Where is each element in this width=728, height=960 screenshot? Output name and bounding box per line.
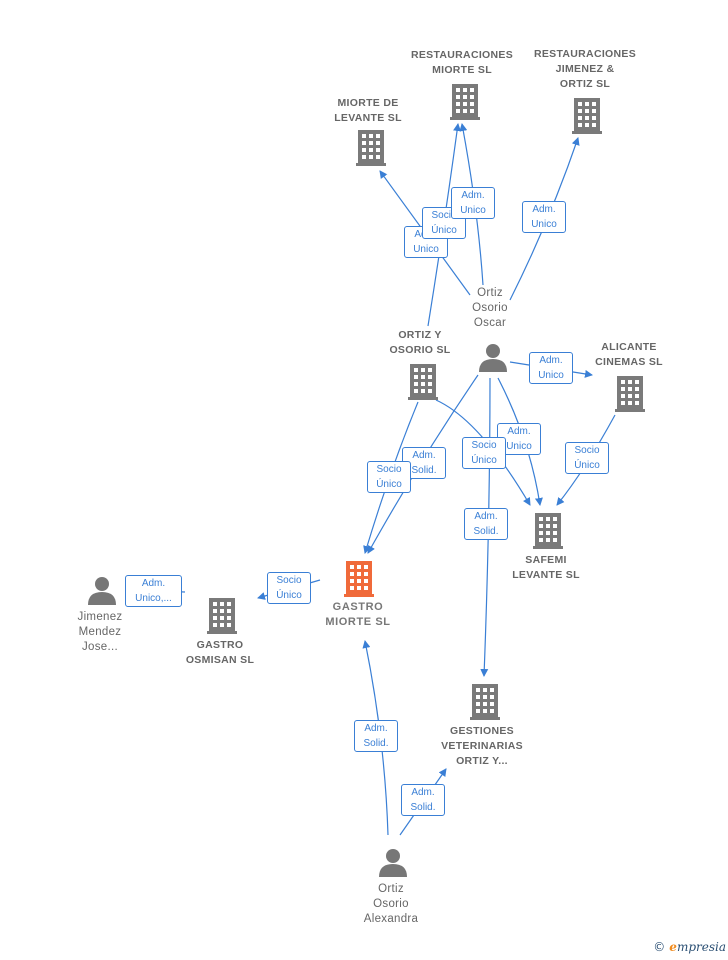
node-restauraciones-miorte[interactable]: RESTAURACIONES MIORTE SL <box>410 49 513 76</box>
building-icon <box>615 376 645 412</box>
node-gastro-miorte[interactable]: GASTRO MIORTE SL <box>325 601 391 628</box>
brand-name: mpresia <box>676 940 726 954</box>
node-safemi-levante[interactable]: SAFEMI LEVANTE SL <box>512 554 580 581</box>
main-company-building-icon <box>344 561 374 597</box>
edge-label-adm-unico-more: Adm. Unico,... <box>125 575 182 607</box>
node-gastro-osmisan[interactable]: GASTRO OSMISAN SL <box>185 639 255 666</box>
building-icon <box>207 598 237 634</box>
node-ortiz-osorio-alexandra[interactable]: Ortiz Osorio Alexandra <box>363 883 419 925</box>
edge-label-adm-solid: Adm. Solid. <box>401 784 445 816</box>
person-icon <box>479 344 507 372</box>
person-icon <box>379 849 407 877</box>
edge-label-adm-unico: Adm. Unico <box>522 201 566 233</box>
brand-initial: e <box>669 940 677 954</box>
node-ortiz-osorio-oscar[interactable]: Ortiz Osorio Oscar <box>472 287 508 329</box>
edge-label-adm-solid: Adm. Solid. <box>354 720 398 752</box>
edge-label-adm-solid: Adm. Solid. <box>464 508 508 540</box>
copyright-symbol: © <box>653 940 666 954</box>
building-icon <box>450 84 480 120</box>
edge-label-adm-unico: Adm. Unico <box>529 352 573 384</box>
edge-label-socio-unico: Socio Único <box>565 442 609 474</box>
edge-label-socio-unico: Socio Único <box>462 437 506 469</box>
person-icon <box>88 577 116 605</box>
building-icon <box>470 684 500 720</box>
edge-ortizyosorio-safemi <box>435 399 531 506</box>
node-miorte-de-levante[interactable]: MIORTE DE LEVANTE SL <box>334 97 402 124</box>
building-icon <box>533 513 563 549</box>
node-jimenez-mendez-jose[interactable]: Jimenez Mendez Jose... <box>77 611 123 653</box>
empresia-logo: ©empresia <box>653 940 726 954</box>
edge-label-adm-unico: Adm. Unico <box>451 187 495 219</box>
node-restauraciones-jimenez-ortiz[interactable]: RESTAURACIONES JIMENEZ & ORTIZ SL <box>533 48 636 90</box>
building-icon <box>356 130 386 166</box>
node-alicante-cinemas[interactable]: ALICANTE CINEMAS SL <box>595 341 663 368</box>
building-icon <box>572 98 602 134</box>
edge-label-socio-unico: Socio Único <box>367 461 411 493</box>
node-ortiz-y-osorio[interactable]: ORTIZ Y OSORIO SL <box>389 329 451 356</box>
building-icon <box>408 364 438 400</box>
node-gestiones-veterinarias[interactable]: GESTIONES VETERINARIAS ORTIZ Y... <box>441 725 523 767</box>
edge-label-socio-unico: Socio Único <box>267 572 311 604</box>
